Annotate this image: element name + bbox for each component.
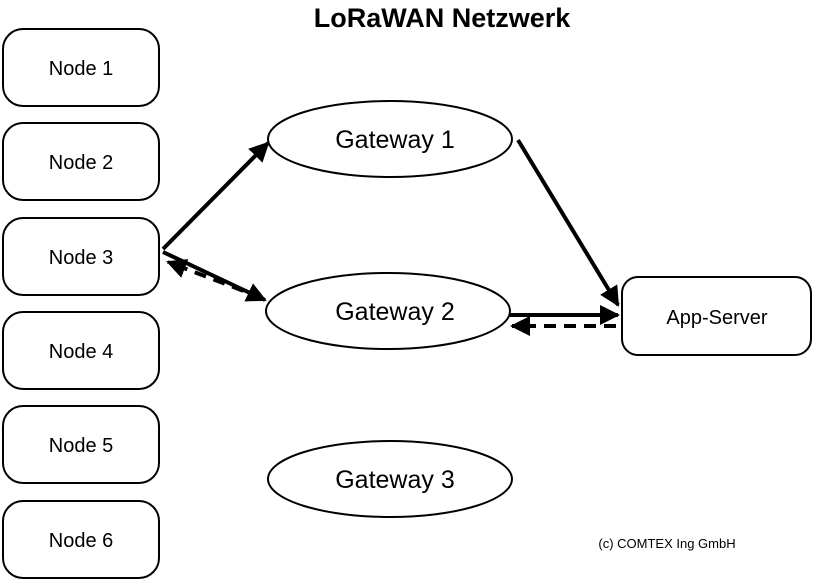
app-server-box: [621, 276, 812, 356]
node-box: [2, 500, 160, 579]
gateway-2: Gateway 2: [265, 272, 511, 350]
gateway-1: Gateway 1: [267, 100, 513, 178]
node-4: Node 4: [2, 311, 160, 390]
diagram-title: LoRaWAN Netzwerk: [314, 3, 572, 33]
gateway-ellipse: [265, 272, 511, 350]
node-label: Node 2: [49, 152, 114, 174]
node-box: [2, 122, 160, 201]
node-label: Node 4: [49, 341, 114, 363]
gateway-label: Gateway 1: [335, 126, 455, 154]
node-box: [2, 311, 160, 390]
gateway-label: Gateway 3: [335, 466, 455, 494]
app-server: App-Server: [621, 276, 812, 356]
node-label: Node 5: [49, 435, 114, 457]
app-server-label: App-Server: [666, 307, 767, 329]
gateway-ellipse: [267, 100, 513, 178]
gateway-ellipse: [267, 440, 513, 518]
gateway-3: Gateway 3: [267, 440, 513, 518]
node-label: Node 1: [49, 58, 114, 80]
arrow-node3-to-gateway2: [162, 250, 267, 302]
node-label: Node 6: [49, 530, 114, 552]
node-3: Node 3: [2, 217, 160, 296]
node-6: Node 6: [2, 500, 160, 579]
node-label: Node 3: [49, 247, 114, 269]
node-1: Node 1: [2, 28, 160, 107]
node-box: [2, 217, 160, 296]
arrow-node3-to-gateway1: [161, 141, 270, 251]
node-box: [2, 405, 160, 484]
copyright-text: (c) COMTEX Ing GmbH: [598, 536, 735, 551]
arrow-gateway2-to-node3-dashed: [166, 259, 263, 300]
arrow-gateway1-to-appserver: [516, 138, 620, 307]
node-2: Node 2: [2, 122, 160, 201]
gateway-label: Gateway 2: [335, 298, 455, 326]
node-box: [2, 28, 160, 107]
node-5: Node 5: [2, 405, 160, 484]
